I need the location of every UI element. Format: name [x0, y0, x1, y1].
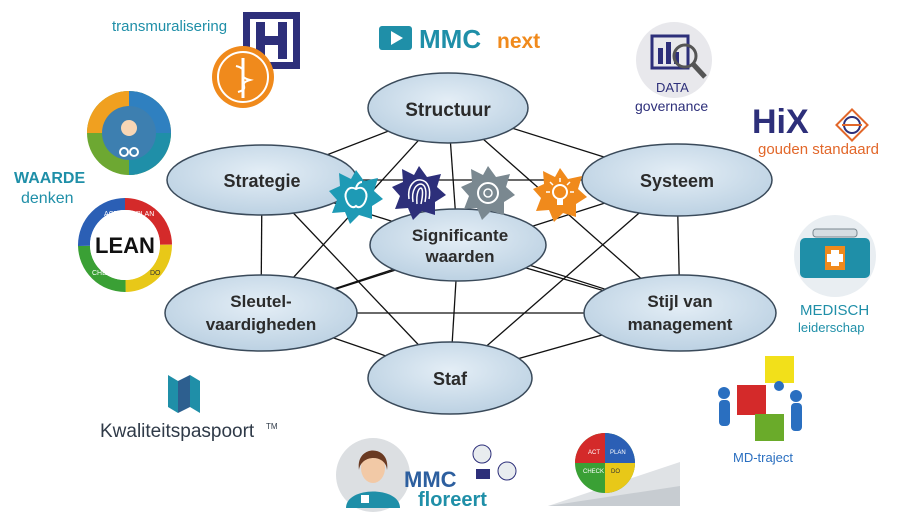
pdca-act-label: ACT — [588, 450, 600, 456]
node-strategie: Strategie — [166, 144, 358, 216]
denken-label: denken — [21, 190, 74, 207]
lean-check-label: CHECK — [92, 270, 117, 277]
kwaliteitspaspoort-tm: TM — [266, 422, 278, 431]
mmc-next-label: MMC — [419, 24, 482, 54]
medical-bag-icon — [794, 215, 876, 297]
node-stijl-van-management: Stijl van management — [583, 274, 777, 352]
kwaliteitspaspoort-logo-icon — [168, 375, 200, 413]
lean-do-label: DO — [150, 270, 161, 277]
waarde-label: WAARDE — [14, 170, 86, 187]
floreert-small-icons — [472, 444, 517, 481]
lightbulb-badge-icon — [533, 168, 587, 222]
transmuralisering-label: transmuralisering — [112, 18, 228, 35]
hix-label: HiX — [752, 103, 809, 141]
node-significante-waarden: Significante waarden — [369, 208, 547, 282]
pdca-plan-label: PLAN — [610, 450, 626, 456]
floreert-label: floreert — [418, 489, 487, 511]
lean-label: LEAN — [95, 233, 155, 258]
medisch-label: MEDISCH — [800, 302, 870, 319]
node-sleutel-label-1: Sleutel- — [230, 292, 291, 311]
node-systeem-label: Systeem — [640, 171, 714, 191]
node-structuur: Structuur — [367, 72, 529, 144]
node-stijl-label-1: Stijl van — [647, 292, 712, 311]
lean-act-label: ACT — [104, 211, 119, 218]
md-traject-figures-icon — [718, 356, 802, 441]
node-strategie-label: Strategie — [223, 171, 300, 191]
governance-label: governance — [635, 98, 709, 114]
data-label: DATA — [656, 80, 689, 95]
pdca-staircase-icon: ACT PLAN CHECK DO — [548, 433, 680, 506]
node-structuur-label: Structuur — [405, 100, 491, 121]
hospital-logo-icon — [212, 12, 300, 108]
node-stijl-label-2: management — [628, 315, 733, 334]
fingerprint-badge-icon — [392, 166, 446, 220]
pdca-check-label: CHECK — [583, 469, 604, 475]
circle-badge-icon — [461, 166, 515, 220]
pdca-do-label: DO — [611, 469, 620, 475]
gouden-standaard-label: gouden standaard — [758, 141, 879, 158]
lean-plan-label: PLAN — [136, 211, 154, 218]
leiderschap-label: leiderschap — [798, 320, 865, 335]
lean-pdca-ring-icon: LEAN ACT PLAN CHECK DO — [78, 198, 172, 292]
waarde-wheel-icon — [87, 91, 171, 175]
nurse-avatar-icon — [336, 438, 410, 512]
node-systeem: Systeem — [581, 143, 773, 217]
mmc-floreert-label: MMC — [404, 467, 457, 492]
data-magnifier-icon — [636, 22, 712, 98]
apple-badge-icon — [329, 170, 383, 224]
md-traject-label: MD-traject — [733, 450, 793, 465]
hix-emblem-icon — [835, 108, 869, 142]
node-significante-label-2: waarden — [425, 247, 495, 266]
play-icon — [379, 26, 412, 50]
node-significante-label-1: Significante — [412, 226, 508, 245]
node-sleutelvaardigheden: Sleutel- vaardigheden — [164, 274, 358, 352]
node-staf-label: Staf — [433, 369, 468, 389]
mmc-next-suffix: next — [497, 30, 541, 53]
kwaliteitspaspoort-label: Kwaliteitspaspoort — [100, 421, 255, 442]
node-staf: Staf — [367, 341, 533, 415]
node-sleutel-label-2: vaardigheden — [206, 315, 317, 334]
